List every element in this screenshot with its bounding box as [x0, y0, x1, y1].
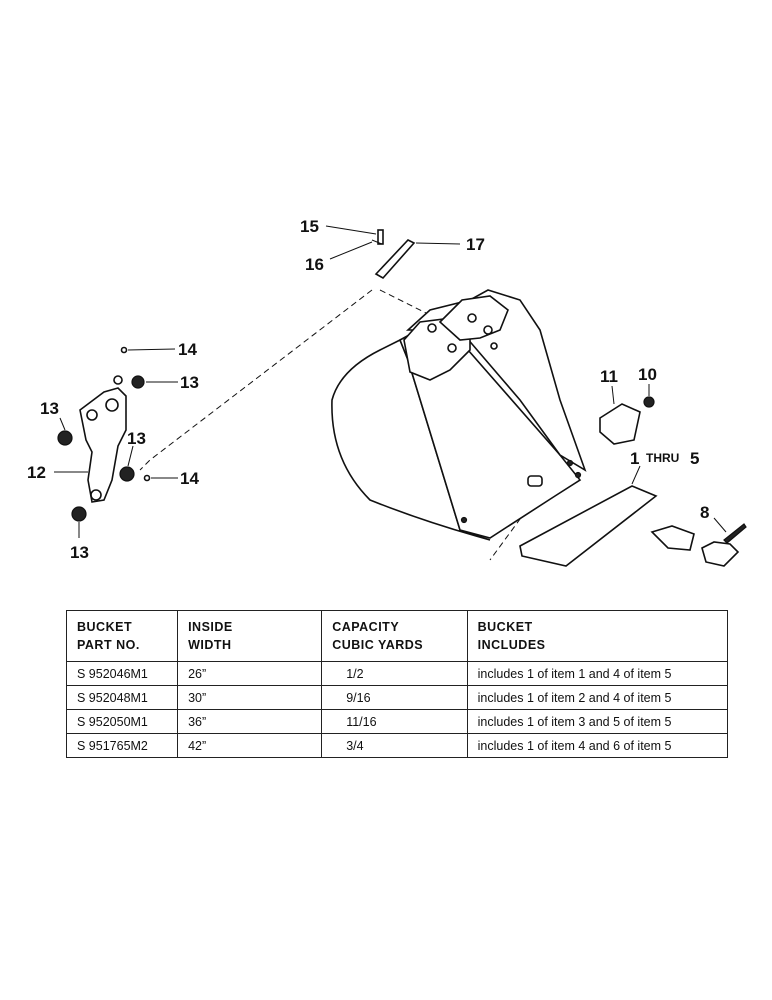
bushing-13-mid — [119, 466, 135, 482]
cell-includes: includes 1 of item 4 and 6 of item 5 — [466, 733, 729, 758]
cell-part-no: S 952046M1 — [65, 661, 179, 686]
grease-fitting-14-bottom — [143, 474, 151, 482]
cell-capacity: 1/2 — [321, 661, 468, 686]
table-row: S 952048M1 30” 9/16 includes 1 of item 2… — [65, 685, 729, 710]
cell-part-no: S 952050M1 — [65, 709, 179, 734]
cell-width: 26” — [177, 661, 323, 686]
cell-part-no: S 952048M1 — [65, 685, 179, 710]
tooth-tip — [701, 541, 740, 567]
exploded-parts-diagram: 15 16 17 14 13 13 13 12 14 13 — [27, 217, 747, 567]
bushing-13-left — [57, 430, 73, 446]
bushing-13-bottom — [71, 506, 87, 522]
tooth-pin-8 — [723, 523, 747, 544]
link-bracket-12 — [79, 387, 127, 503]
cutting-edge-1-thru-5 — [519, 485, 658, 567]
callout-13-top: 13 — [180, 373, 199, 392]
callout-12: 12 — [27, 463, 46, 482]
callout-13-mid: 13 — [127, 429, 146, 448]
cell-includes: includes 1 of item 2 and 4 of item 5 — [466, 685, 729, 710]
callout-11: 11 — [600, 367, 618, 386]
callout-17: 17 — [466, 235, 485, 254]
cell-capacity: 9/16 — [321, 685, 468, 710]
pin-assembly — [325, 225, 461, 280]
bucket-shell — [331, 338, 491, 541]
table-row: S 952046M1 26” 1/2 includes 1 of item 1 … — [65, 661, 729, 686]
cell-part-no: S 951765M2 — [65, 733, 179, 758]
nut-10 — [643, 396, 655, 408]
cell-width: 30” — [177, 685, 323, 710]
callout-14-top: 14 — [178, 340, 197, 359]
callout-16: 16 — [305, 255, 324, 274]
callout-10: 10 — [638, 365, 657, 384]
table-row: S 952050M1 36” 11/16 includes 1 of item … — [65, 709, 729, 734]
washer-16 — [371, 239, 383, 245]
callout-15: 15 — [300, 217, 319, 236]
cell-width: 36” — [177, 709, 323, 734]
callout-13-left: 13 — [40, 399, 59, 418]
pivot-pin-17 — [374, 239, 416, 280]
table-row: S 951765M2 42” 3/4 includes 1 of item 4 … — [65, 733, 729, 758]
side-cutter-11 — [599, 403, 641, 445]
link-bracket-assembly — [54, 346, 178, 538]
callout-13-bottom: 13 — [70, 543, 89, 562]
cotter-pin-15 — [377, 229, 384, 245]
bucket-bolt — [527, 475, 543, 487]
cell-width: 42” — [177, 733, 323, 758]
cell-includes: includes 1 of item 3 and 5 of item 5 — [466, 709, 729, 734]
callout-8: 8 — [700, 503, 709, 522]
cell-includes: includes 1 of item 1 and 4 of item 5 — [466, 661, 729, 686]
cell-capacity: 11/16 — [321, 709, 468, 734]
grease-fitting-14-top — [120, 346, 128, 354]
callout-14-bottom: 14 — [180, 469, 199, 488]
bucket-body — [331, 289, 587, 541]
tooth-adapter — [650, 525, 695, 551]
callout-1-thru-5: 1 THRU 5 — [630, 449, 699, 468]
bushing-13-top — [131, 375, 145, 389]
cell-capacity: 3/4 — [321, 733, 468, 758]
